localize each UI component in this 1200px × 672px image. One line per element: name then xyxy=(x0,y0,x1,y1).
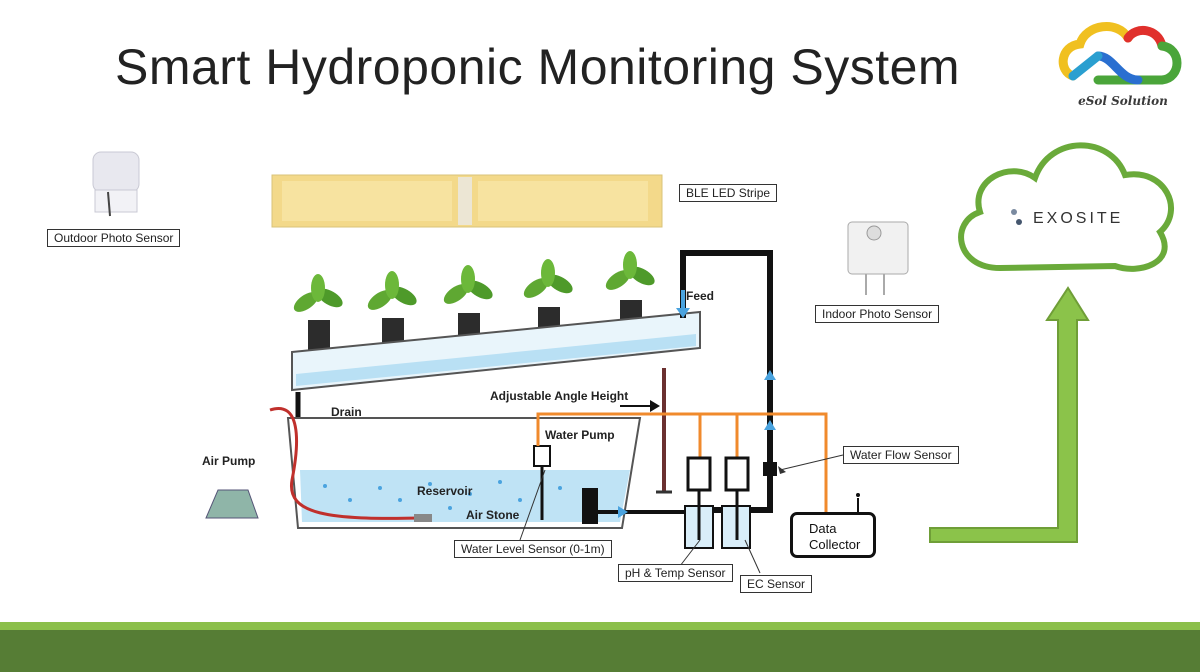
air-pump-label: Air Pump xyxy=(202,454,256,468)
led-stripe-label: BLE LED Stripe xyxy=(679,184,778,202)
esol-logo-icon xyxy=(1058,22,1182,85)
logo-text: eSol Solution xyxy=(1078,94,1168,108)
outdoor-photo-sensor-label: Outdoor Photo Sensor xyxy=(47,229,181,247)
slide-title: Smart Hydroponic Monitoring System xyxy=(115,39,961,95)
exosite-label: EXOSITE xyxy=(1033,210,1124,227)
water-pump-label: Water Pump xyxy=(545,428,615,442)
exosite-icon xyxy=(1011,209,1022,225)
ec-sensor-label: EC Sensor xyxy=(740,575,813,593)
upload-arrow xyxy=(929,286,1090,543)
feed-label: Feed xyxy=(686,289,715,303)
air-stone-label: Air Stone xyxy=(466,508,520,522)
adjustable-angle-label: Adjustable Angle Height xyxy=(490,389,629,403)
water-flow-sensor-label: Water Flow Sensor xyxy=(843,446,959,464)
cloud-shape xyxy=(958,142,1174,272)
footer-accent xyxy=(0,622,1200,630)
outdoor-photo-sensor-device xyxy=(92,151,140,217)
reservoir-label: Reservoir xyxy=(417,484,473,498)
sensor-wiring xyxy=(536,412,828,512)
indoor-photo-sensor-label: Indoor Photo Sensor xyxy=(815,305,940,323)
water-level-sensor-label: Water Level Sensor (0-1m) xyxy=(454,540,612,558)
data-collector-line2: Collector xyxy=(809,537,861,552)
air-pump-device xyxy=(205,489,259,519)
led-panel xyxy=(271,174,663,228)
footer-bar xyxy=(0,630,1200,672)
drain-label: Drain xyxy=(331,405,362,419)
ph-ec-sensors xyxy=(684,456,751,549)
indoor-photo-sensor-device xyxy=(847,221,909,295)
plant-1 xyxy=(293,274,343,358)
data-collector: Data Collector xyxy=(790,512,876,558)
ph-temp-sensor-label: pH & Temp Sensor xyxy=(618,564,733,582)
data-collector-line1: Data xyxy=(809,521,837,536)
